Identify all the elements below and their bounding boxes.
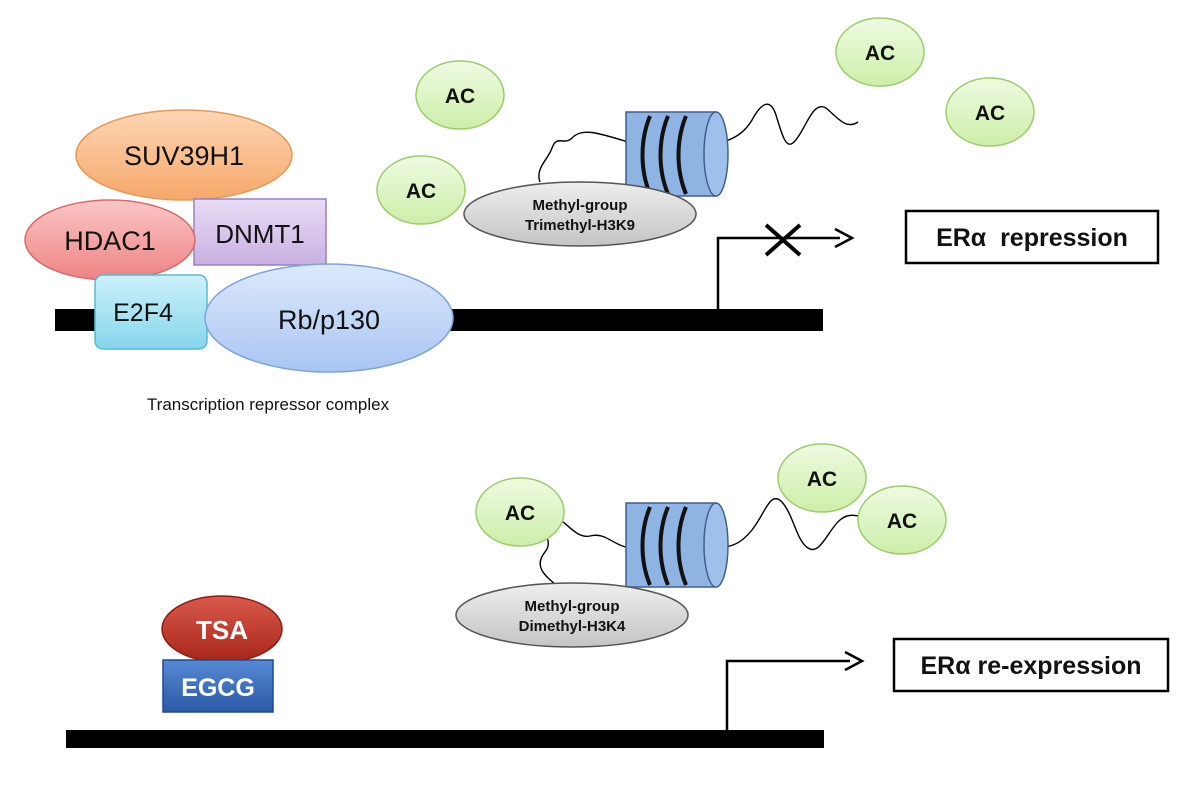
rb-p130-label: Rb/p130: [278, 305, 380, 335]
methyl-label-line2-bottom: Dimethyl-H3K4: [519, 618, 626, 635]
rb-p130-protein: Rb/p130: [204, 263, 454, 373]
outcome-box-repression: ERα repression: [904, 209, 1160, 265]
tsa-label: TSA: [196, 615, 248, 645]
acetyl-group-bottom-2: AC: [777, 443, 867, 513]
acetyl-group-top-3: AC: [835, 17, 925, 87]
e2f4-protein: E2F4: [94, 274, 208, 350]
suv39h1-label: SUV39H1: [124, 141, 244, 171]
suv39h1-protein: SUV39H1: [75, 109, 293, 201]
acetyl-group-top-2: AC: [376, 155, 466, 225]
methyl-group-bottom: Methyl-group Dimethyl-H3K4: [455, 582, 689, 648]
methyl-label-line2-top: Trimethyl-H3K9: [525, 217, 635, 234]
nucleosome-bottom: [625, 502, 729, 588]
methyl-label-line1-bottom: Methyl-group: [525, 598, 620, 615]
acetyl-label: AC: [865, 42, 895, 65]
histone-tail-left-top: [538, 131, 629, 183]
acetyl-group-top-4: AC: [945, 77, 1035, 147]
bottom-panel: TSA EGCG Methyl-group Dimethyl-H3K4 AC: [66, 443, 1170, 748]
acetyl-label: AC: [445, 85, 475, 108]
hdac1-label: HDAC1: [64, 226, 156, 256]
reexpression-label: ERα re-expression: [920, 652, 1141, 680]
methyl-group-top: Methyl-group Trimethyl-H3K9: [463, 181, 697, 247]
dnmt1-label: DNMT1: [215, 219, 305, 249]
tss-arrow-active: [725, 650, 865, 732]
outcome-box-reexpression: ERα re-expression: [892, 637, 1170, 693]
tsa-drug: TSA: [161, 595, 283, 663]
acetyl-label: AC: [406, 180, 436, 203]
acetyl-label: AC: [887, 510, 917, 533]
top-panel: SUV39H1 DNMT1 HDAC1 E2F4 Rb/p130 Transcr…: [24, 17, 1160, 414]
histone-tail-right-bottom: [709, 498, 867, 551]
repression-label: ERα repression: [936, 224, 1128, 252]
dnmt1-protein: DNMT1: [193, 198, 327, 266]
dna-strand-bottom: [66, 730, 824, 748]
nucleosome-top: [625, 111, 729, 197]
egcg-drug: EGCG: [162, 659, 274, 713]
acetyl-group-bottom-1: AC: [475, 477, 565, 547]
tss-arrow-blocked: [716, 223, 855, 311]
e2f4-label: E2F4: [113, 299, 173, 327]
hdac1-protein: HDAC1: [24, 199, 196, 281]
histone-tail-right-top: [711, 103, 859, 146]
methyl-label-line1-top: Methyl-group: [533, 197, 628, 214]
acetyl-label: AC: [807, 468, 837, 491]
acetyl-group-top-1: AC: [415, 60, 505, 130]
acetyl-label: AC: [505, 502, 535, 525]
acetyl-group-bottom-3: AC: [857, 485, 947, 555]
complex-caption: Transcription repressor complex: [147, 395, 390, 414]
acetyl-label: AC: [975, 102, 1005, 125]
egcg-label: EGCG: [181, 674, 255, 702]
